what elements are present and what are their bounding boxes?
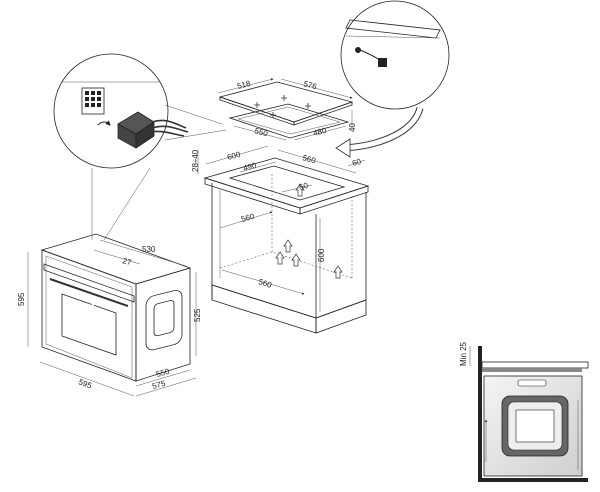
oven-body-height-label: 525 — [193, 308, 202, 322]
oven-body-width-label: 550 — [155, 367, 171, 379]
built-in-oven — [27, 233, 197, 397]
cabinet-inner-gap-label: 50 — [298, 181, 309, 192]
terminal-block-icon — [81, 87, 105, 115]
hob-connection-magnifier — [335, 0, 450, 158]
oven-body-depth-label: 575 — [151, 379, 167, 391]
cabinet-rear-gap-label: 60 — [351, 157, 362, 168]
oven-height-label: 595 — [17, 292, 26, 306]
cabinet-height-label: 600 — [317, 248, 326, 262]
connector-plug-icon — [117, 111, 189, 149]
cabinet-bottom-width-label: 560 — [257, 277, 273, 290]
section-view — [469, 346, 589, 482]
cabinet-top-gap-label: 28÷40 — [191, 149, 200, 172]
kitchen-cabinet — [197, 145, 370, 334]
oven-width-label: 595 — [77, 377, 93, 390]
connector-detail-magnifier — [53, 53, 227, 241]
hob-width-label: 576 — [302, 79, 318, 91]
hob-thickness-label: 40 — [348, 123, 357, 132]
hob-cut-width-label: 550 — [253, 126, 269, 138]
hob-unit — [217, 78, 354, 141]
cabinet-top-width-label: 600 — [226, 150, 242, 162]
cabinet-top-depth-label: 560 — [301, 153, 317, 165]
ventilation-arrows — [275, 183, 343, 279]
section-min-clearance-label: Min 25 — [459, 341, 468, 366]
cable-connector-icon — [355, 47, 387, 67]
cabinet-inner-top-label: 490 — [242, 161, 258, 173]
hob-depth-label: 518 — [236, 79, 252, 91]
oven-depth-label: 530 — [142, 245, 156, 254]
oven-panel-depth-label: 27 — [121, 256, 132, 267]
hob-cooking-zone-marks — [254, 95, 311, 118]
cabinet-inner-width-label: 560 — [240, 212, 256, 224]
hob-cut-depth-label: 480 — [312, 126, 328, 138]
